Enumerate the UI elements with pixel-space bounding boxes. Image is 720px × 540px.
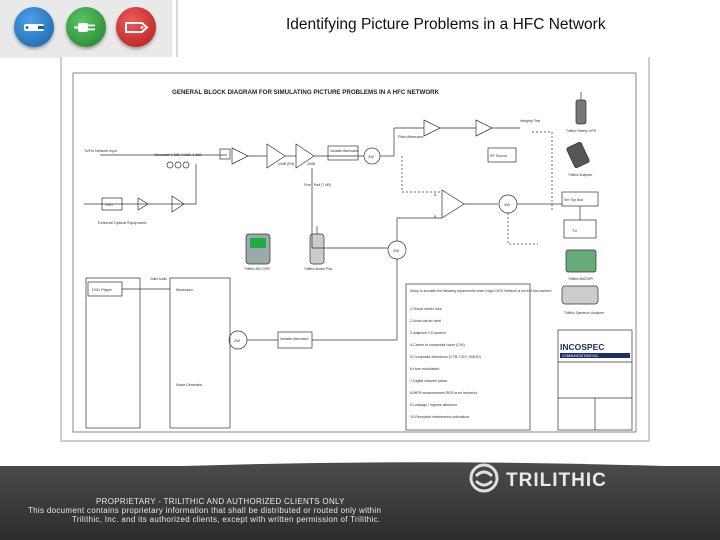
port-box [101,197,123,211]
checklist-item: 7-Digital channel power [410,379,448,383]
label-set-top-box: Set Top Box [564,198,584,202]
label-port: Port [106,203,113,207]
analyzer-device [566,141,590,169]
tv-box [563,219,597,239]
label-2w-mid: 2W [393,248,399,253]
plug-icon[interactable] [66,7,106,47]
page-title: Identifying Picture Problems in a HFC Ne… [286,16,606,33]
label-integrity-test: Integrity Test [520,119,540,123]
impairment-checklist [405,283,531,431]
checklist-item: 2-Aural carrier level [410,319,441,323]
label-dvd-player: DVD Player [92,288,113,292]
checklist-item: 6-Hum modulation [410,367,439,371]
label-fiber-attenuator: Fiber Attenuator [398,135,424,139]
label-modulator: Modulator [176,288,194,292]
checklist-item: 1-Visual carrier loss [410,307,442,311]
label-loss-1: -10dB (Pct) [277,162,294,166]
label-meter-860: Trilithic 860 DSPi [244,267,270,271]
spectrum-analyzer-device [561,285,599,305]
amplifier-6 [441,189,465,219]
checklist-heading: Setup to simulate the following impairme… [410,289,552,293]
label-2w-top: 2W [368,154,374,159]
label-variable-attenuator-2: Variable Attenuator [280,337,309,341]
checklist-item: 9-Leakage / ingress detection [410,403,457,407]
label-video-audio: Video Audio [150,277,167,281]
brand-name: TRILITHIC [506,470,607,491]
label-noise-generator: Noise Generator [176,383,203,387]
splitter-box [219,148,231,160]
panel-border-right [648,57,650,442]
label-analyzer: Trilithic Analyzer [568,173,593,177]
optical-amp-1 [137,197,149,211]
modulator-rack [169,277,231,429]
optical-amp-2 [171,195,185,213]
checklist-item: 3-Adjacent Ch carriers [410,331,446,335]
header-bar: Identifying Picture Problems in a HFC Ne… [0,0,720,62]
diagram-border [72,72,637,433]
trilithic-logo: TRILITHIC [469,463,607,493]
incospec-subtitle: COMMUNICATIONS INC. [562,354,599,358]
label-network-input: To/Fm Network Input [84,149,117,153]
label-4w: 4W [504,202,510,207]
label-attenuator-set: Attenuator 0-3dB, 0-6dB, 0-6dB [154,153,202,157]
checklist-item: 8-MER measurement/ BER error behavior [410,391,478,395]
dspi-860-device [565,249,597,273]
variable-attenuator-box [327,145,359,161]
diagram-panel [60,57,650,442]
label-amp-in: A [434,193,437,197]
amplifier-5 [475,119,493,137]
checklist-item: 4-Carrier to composite noise (C/N) [410,343,465,347]
label-sweep-gps: Trilithic Sweep GPS [566,129,597,133]
proprietary-notice-title: PROPRIETARY - TRILITHIC AND AUTHORIZED C… [96,497,345,506]
diagram-title: GENERAL BLOCK DIAGRAM FOR SIMULATING PIC… [172,89,440,96]
label-rf-source: RF Source [490,154,507,158]
label-2w-bottom: 2W [234,338,240,343]
panel-border-left [60,57,62,442]
incospec-logo: INCOSPEC [560,342,604,352]
source-rack [85,277,141,429]
remote-control-icon[interactable] [14,7,54,47]
amplifier-4 [423,119,441,137]
proprietary-notice-line-2: Trilithic, Inc. and its authorized clien… [72,515,381,524]
rf-source-box [487,147,517,163]
icon-tray [0,0,172,58]
checklist-item: 10-Reception interference indications [410,415,470,419]
label-meter-plus: Trilithic Model Plus [304,267,333,271]
checklist-item: 5-Composite distortions (CTB, CSO, XMOD) [410,355,481,359]
label-external-optical: External Optical Equipment [98,220,147,225]
label-tv: TV [572,228,577,233]
label-dspi-860: Trilithic 860DSPi [568,277,593,281]
tag-icon[interactable] [116,7,156,47]
footer-bar [0,466,720,540]
label-spectrum-analyzer: Trilithic Spectrum Analyzer [564,311,605,315]
label-loss-2: -10dB [306,162,316,166]
panel-border-bottom [60,440,650,442]
block-diagram: GENERAL BLOCK DIAGRAM FOR SIMULATING PIC… [72,72,637,433]
proprietary-notice-line-1: This document contains proprietary infor… [28,506,382,515]
label-fixed-pad: Fixed Pad (7 dB) [304,183,331,187]
label-variable-attenuator: Variable Attenuator [330,149,359,153]
label-amp-out: B [434,215,437,219]
sweep-gps-device [575,99,587,125]
amplifier-1 [231,147,249,165]
header-divider [176,0,178,58]
